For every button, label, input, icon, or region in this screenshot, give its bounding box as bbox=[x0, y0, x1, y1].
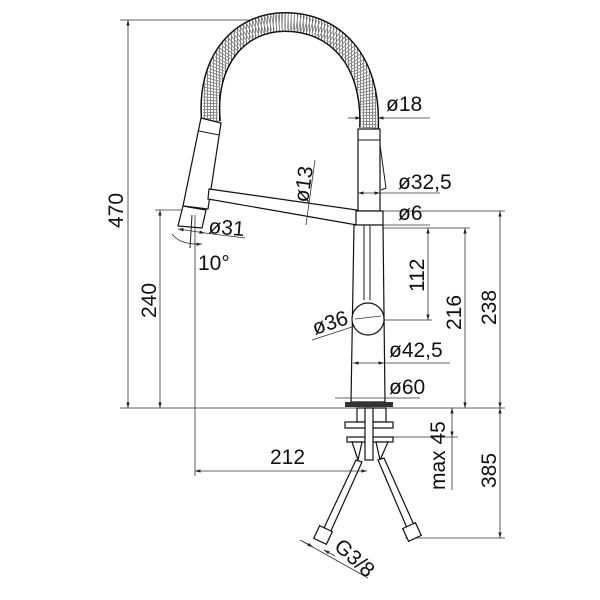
label-212: 212 bbox=[270, 446, 305, 469]
label-o6: ø6 bbox=[398, 202, 423, 225]
handle-knob bbox=[351, 302, 385, 336]
dimension-labels: 470 240 212 112 216 238 max 45 385 ø18 ø… bbox=[105, 93, 501, 582]
label-112: 112 bbox=[406, 259, 429, 292]
label-238: 238 bbox=[478, 290, 501, 325]
label-o13: ø13 bbox=[290, 165, 318, 204]
label-o42-5: ø42,5 bbox=[389, 339, 443, 362]
label-240: 240 bbox=[138, 283, 161, 318]
spray-head bbox=[177, 117, 222, 249]
label-216: 216 bbox=[443, 295, 466, 330]
label-g3-8: G3/8 bbox=[330, 535, 379, 583]
label-o31: ø31 bbox=[208, 215, 246, 241]
label-o60: ø60 bbox=[389, 376, 425, 399]
label-o32-5: ø32,5 bbox=[398, 171, 452, 194]
label-max-45: max 45 bbox=[427, 421, 450, 490]
label-10-deg: 10° bbox=[198, 252, 230, 275]
label-385: 385 bbox=[478, 453, 501, 488]
faucet-body bbox=[345, 128, 393, 407]
dimension-lines bbox=[126, 20, 502, 579]
label-o18: ø18 bbox=[386, 93, 422, 116]
label-o36: ø36 bbox=[309, 307, 351, 340]
mounting-hardware bbox=[312, 407, 423, 546]
label-470: 470 bbox=[105, 193, 128, 228]
